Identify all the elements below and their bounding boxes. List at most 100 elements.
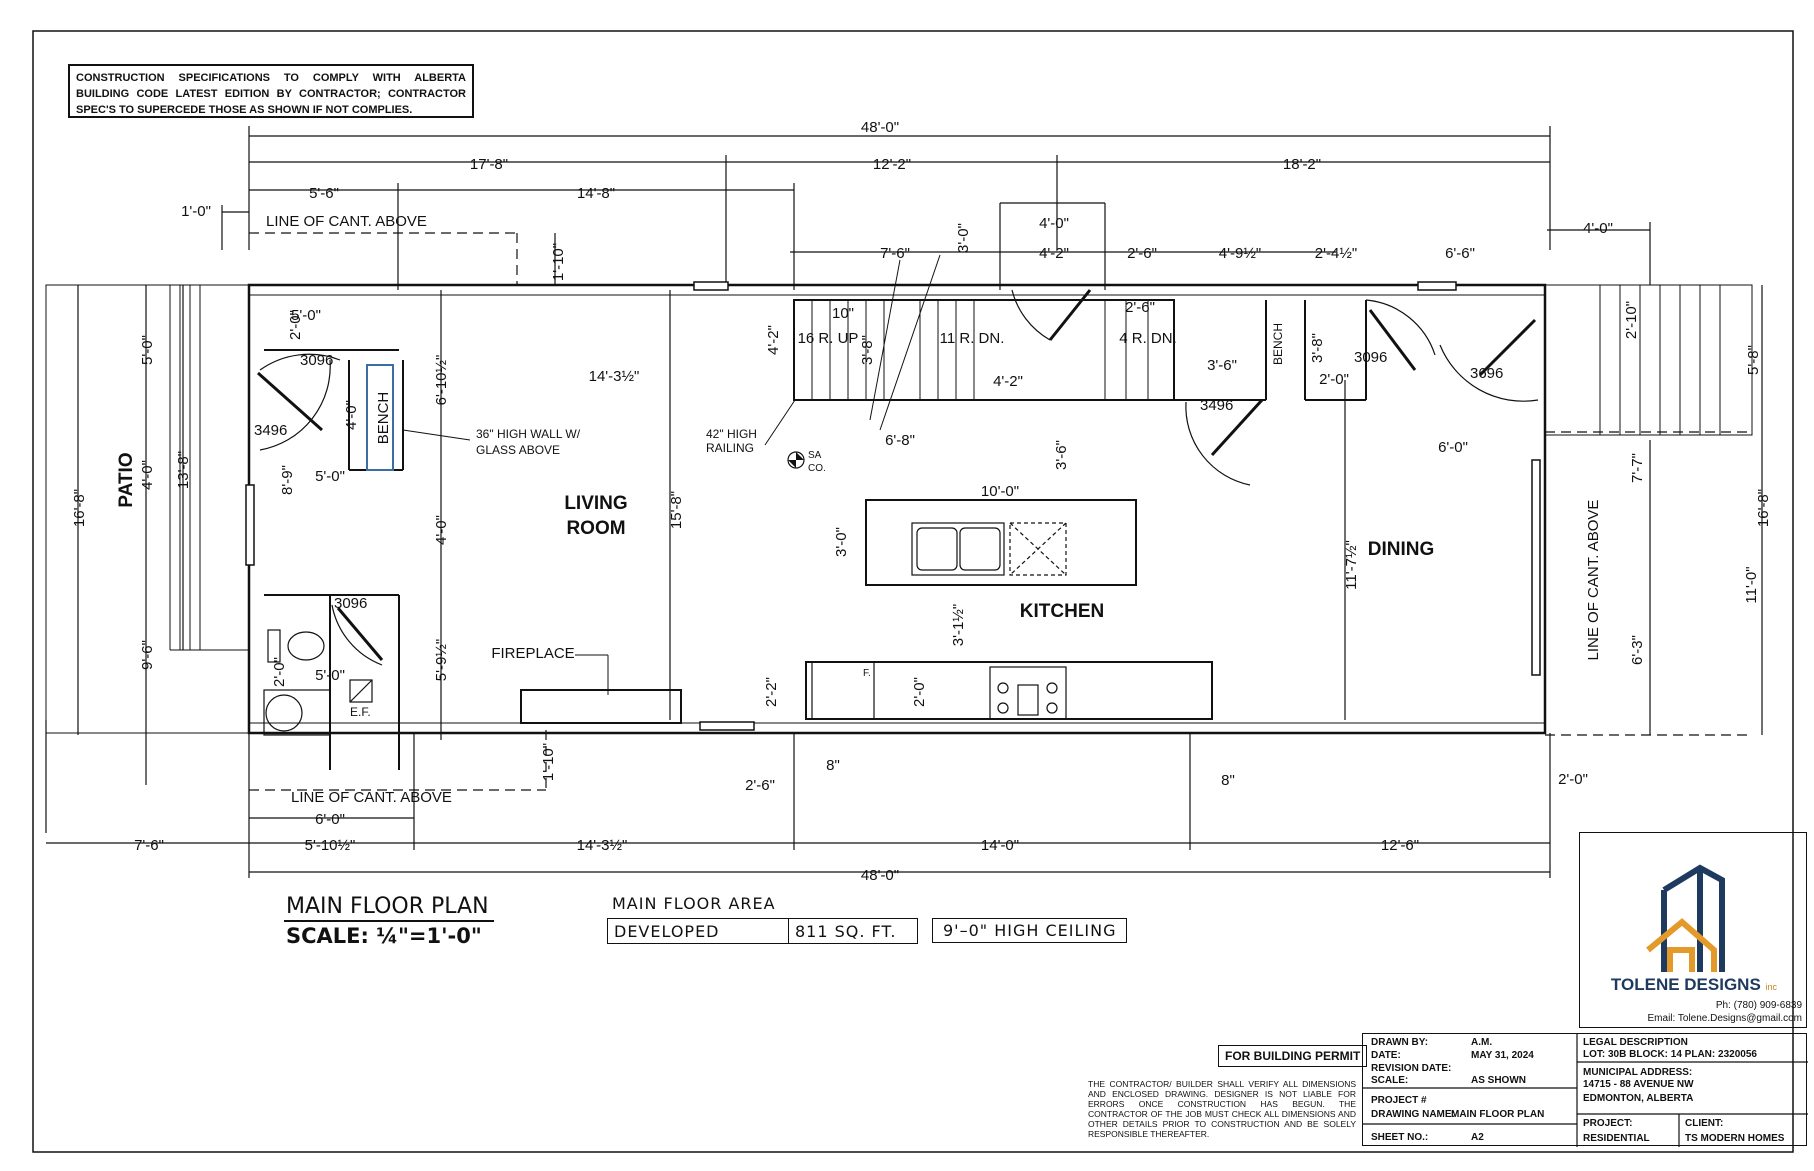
dim-right-2: 11'-0" — [1743, 566, 1760, 603]
smoke-alarm — [787, 451, 805, 469]
date-value: MAY 31, 2024 — [1471, 1050, 1534, 1061]
plan-title: MAIN FLOOR PLAN — [286, 894, 489, 919]
label-door-4: 3496 — [1200, 397, 1233, 414]
address-label: MUNICIPAL ADDRESS: — [1583, 1067, 1693, 1078]
revision-label: REVISION DATE: — [1371, 1063, 1452, 1074]
dim-bottom-row1: 6'-0" — [315, 811, 345, 828]
windows — [245, 281, 1541, 731]
sheet-border — [32, 30, 1794, 1153]
dim-bottom-small-3: 8" — [826, 757, 840, 774]
dim-int-31: 2'-0" — [911, 677, 928, 707]
dim-int-5: 4'-2" — [765, 325, 782, 355]
drawing-name-value: MAIN FLOOR PLAN — [1451, 1109, 1545, 1120]
area-label: DEVELOPED — [607, 918, 789, 944]
dim-int-16: 8'-9" — [279, 465, 296, 495]
client-value: TS MODERN HOMES — [1685, 1133, 1785, 1144]
dim-right-1: 16'-8" — [1755, 489, 1772, 527]
project-no-label: PROJECT # — [1371, 1095, 1427, 1106]
dim-int-29: 2'-0" — [271, 657, 288, 687]
construction-note: CONSTRUCTION SPECIFICATIONS TO COMPLY WI… — [68, 64, 474, 118]
dimension-lines — [45, 126, 1763, 878]
dim-int-17: 4'-0" — [433, 515, 450, 545]
address-line-2: EDMONTON, ALBERTA — [1583, 1093, 1694, 1104]
permit-stamp: FOR BUILDING PERMIT — [1218, 1045, 1368, 1067]
dim-top-right-c: 6'-6" — [1445, 245, 1475, 262]
dim-top-row1-b: 12'-2" — [873, 156, 911, 173]
dim-left-2: 4'-0" — [139, 460, 156, 490]
dim-int-1: 5'-0" — [291, 307, 321, 324]
ceiling-height: 9'–0" HIGH CEILING — [932, 918, 1128, 943]
dim-stair-1: 7'-6" — [880, 245, 910, 262]
dim-int-8: 2'-6" — [1125, 299, 1155, 316]
dim-left-1: 5'-0" — [139, 335, 156, 365]
company-name-text: TOLENE DESIGNS — [1610, 975, 1761, 994]
dim-left-3: 13'-8" — [175, 451, 192, 489]
dim-left-4: 16'-8" — [71, 489, 88, 527]
dim-int-7: 3'-8" — [859, 335, 876, 365]
dim-int-22: 10'-0" — [981, 483, 1019, 500]
dim-top-right-b: 4'-0" — [1583, 220, 1613, 237]
label-cant-bottom: LINE OF CANT. ABOVE — [291, 789, 452, 806]
sheet-label: SHEET NO.: — [1371, 1132, 1429, 1143]
dim-bottom-row2-e: 12'-6" — [1381, 837, 1419, 854]
dim-left-5: 9'-6" — [139, 640, 156, 670]
sheet-value: A2 — [1471, 1132, 1484, 1143]
label-ef: E.F. — [350, 705, 371, 719]
client-label: CLIENT: — [1685, 1118, 1724, 1129]
dim-top-row1-a: 17'-8" — [470, 156, 508, 173]
dim-stair-5: 4'-9½" — [1219, 245, 1261, 262]
dim-bottom-small-5: 2'-0" — [1558, 771, 1588, 788]
dimension-labels: 48'-0" 17'-8" 12'-2" 18'-2" 5'-6" 14'-8"… — [71, 119, 1772, 884]
dim-bottom-row2-b: 5'-10½" — [305, 837, 356, 854]
door-swings — [257, 289, 1539, 666]
dim-stair-4: 2'-6" — [1127, 245, 1157, 262]
dim-top-right-a: 4'-0" — [1039, 215, 1069, 232]
label-stairs-up: 16 R. UP — [798, 330, 859, 347]
label-kitchen: KITCHEN — [1020, 601, 1104, 622]
company-name: TOLENE DESIGNS inc — [1580, 975, 1808, 995]
label-patio: PATIO — [116, 452, 137, 507]
date-row: DATE: MAY 31, 2024 — [1371, 1050, 1571, 1061]
dim-int-3: 6'-10½" — [433, 355, 450, 406]
dim-int-6: 10" — [832, 305, 854, 322]
dim-stair-3: 4'-2" — [1039, 245, 1069, 262]
dim-bottom-small-2: 2'-6" — [745, 777, 775, 794]
dim-int-20: 3'-6" — [1053, 440, 1070, 470]
legal-value: LOT: 30B BLOCK: 14 PLAN: 2320056 — [1583, 1049, 1757, 1060]
dim-bottom-row2-c: 14'-3½" — [577, 837, 628, 854]
drawn-by-label: DRAWN BY: — [1371, 1037, 1429, 1048]
label-living-2: ROOM — [566, 518, 625, 539]
plan-scale: SCALE: ¼"=1'-0" — [286, 924, 482, 948]
dim-int-32: 7'-7" — [1629, 453, 1646, 483]
title-block: DRAWN BY: A.M. DATE: MAY 31, 2024 REVISI… — [1362, 1033, 1808, 1147]
label-cant-right: LINE OF CANT. ABOVE — [1585, 500, 1602, 661]
leader-lines — [402, 399, 796, 695]
dim-cant-top: 1'-10" — [550, 243, 567, 281]
drawn-by-value: A.M. — [1471, 1037, 1493, 1048]
drawing-name-label: DRAWING NAME: — [1371, 1109, 1455, 1120]
room-labels: PATIO LIVING ROOM KITCHEN DINING BENCH B… — [116, 323, 1602, 719]
label-fireplace: FIREPLACE — [491, 645, 574, 662]
dim-int-21: 6'-0" — [1438, 439, 1468, 456]
dim-bottom-row2-d: 14'-0" — [981, 837, 1019, 854]
label-door-6: 3696 — [1470, 365, 1503, 382]
dim-stair-6: 2'-4½" — [1315, 245, 1357, 262]
date-label: DATE: — [1371, 1050, 1401, 1061]
dim-int-4: 14'-3½" — [589, 368, 640, 385]
disclaimer: THE CONTRACTOR/ BUILDER SHALL VERIFY ALL… — [1088, 1079, 1356, 1139]
label-stairs-down-11: 11 R. DN. — [940, 330, 1005, 347]
plan-title-underline — [284, 920, 494, 922]
dim-int-18: 6'-8" — [885, 432, 915, 449]
stair-treads — [811, 254, 1149, 431]
dim-int-9: 3'-6" — [1207, 357, 1237, 374]
address-line-1: 14715 - 88 AVENUE NW — [1583, 1079, 1694, 1090]
dim-stair-2: 3'-0" — [955, 223, 972, 253]
company-email: Email: Tolene.Designs@gmail.com — [1647, 1013, 1802, 1024]
dim-int-28: 5'-0" — [315, 667, 345, 684]
label-wall-note-2: GLASS ABOVE — [476, 443, 560, 457]
project-value: RESIDENTIAL — [1583, 1133, 1650, 1144]
label-fridge: F. — [863, 668, 871, 679]
company-phone: Ph: (780) 909-6839 — [1715, 1000, 1802, 1011]
